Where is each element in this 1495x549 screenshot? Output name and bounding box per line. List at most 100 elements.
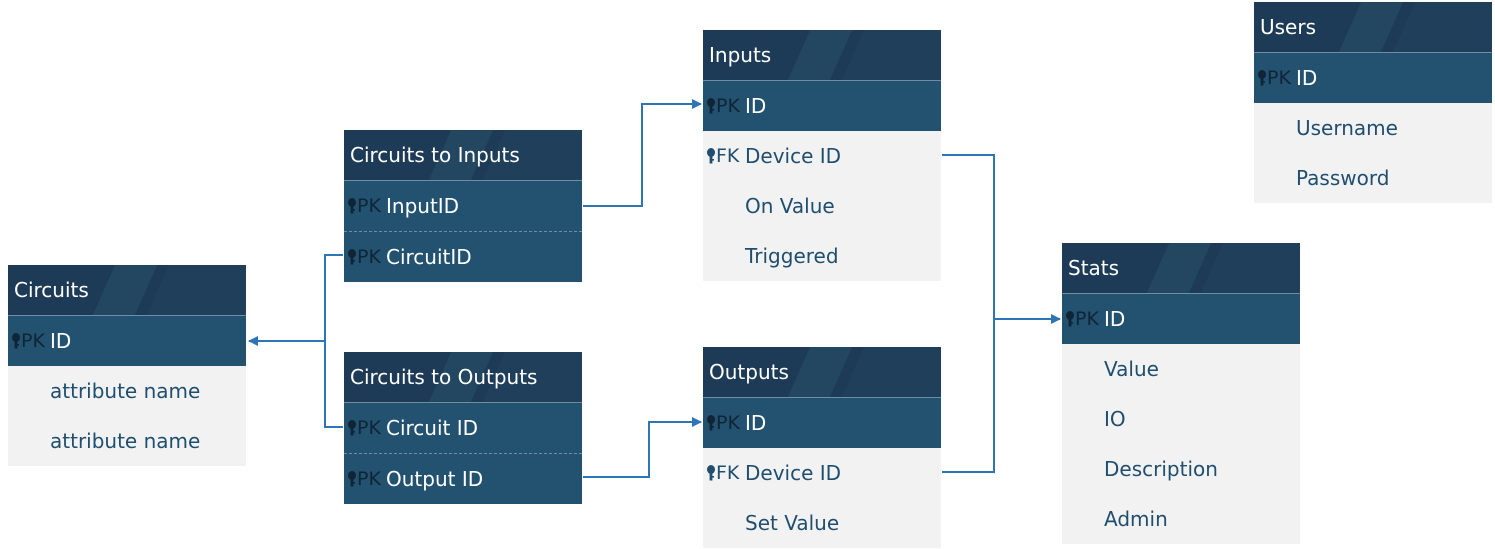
key-icon — [348, 420, 356, 436]
key-tag-label: PK — [716, 412, 740, 434]
key-tag-label: PK — [357, 417, 381, 439]
entity-header: Circuits to Inputs — [344, 130, 582, 180]
key-icon — [348, 249, 356, 265]
key-tag-label: PK — [1267, 67, 1291, 89]
field-name: Device ID — [745, 144, 842, 168]
field-name: attribute name — [50, 429, 201, 453]
key-tag-label: FK — [716, 145, 740, 167]
field-name: Username — [1296, 116, 1398, 140]
field-name: Admin — [1104, 507, 1168, 531]
field-name: ID — [745, 411, 767, 435]
key-tag-label: PK — [357, 468, 381, 490]
key-tag: PK — [344, 246, 386, 268]
field-name: ID — [745, 94, 767, 118]
field-name: On Value — [745, 194, 835, 218]
field-name: ID — [1296, 66, 1318, 90]
entity-row[interactable]: Admin — [1062, 494, 1300, 544]
key-tag-label: FK — [716, 462, 740, 484]
entity-row[interactable]: Triggered — [703, 231, 941, 281]
entity-row[interactable]: attribute name — [8, 416, 246, 466]
entity-row[interactable]: Password — [1254, 153, 1492, 203]
key-icon — [1066, 311, 1074, 327]
connector-circuit-id-to-circuits — [324, 341, 343, 428]
entity-header: Inputs — [703, 30, 941, 80]
entity-header: Circuits to Outputs — [344, 352, 582, 402]
connector-inputid-to-inputs — [583, 99, 702, 207]
key-tag: PK — [703, 412, 745, 434]
entity-row[interactable]: Value — [1062, 344, 1300, 394]
key-icon — [707, 415, 715, 431]
entity-row[interactable]: Username — [1254, 103, 1492, 153]
entity-title: Circuits to Inputs — [350, 143, 520, 167]
key-tag-label: PK — [716, 95, 740, 117]
field-name: Password — [1296, 166, 1390, 190]
entity-title: Stats — [1068, 256, 1120, 280]
entity-title: Circuits — [14, 278, 89, 302]
key-tag-label: PK — [21, 330, 45, 352]
entity-header: Outputs — [703, 347, 941, 397]
field-name: CircuitID — [386, 245, 472, 269]
field-name: InputID — [386, 194, 460, 218]
key-tag: PK — [344, 195, 386, 217]
key-icon — [348, 198, 356, 214]
key-tag: PK — [344, 468, 386, 490]
key-tag: PK — [1254, 67, 1296, 89]
entity-title: Circuits to Outputs — [350, 365, 538, 389]
field-name: IO — [1104, 407, 1126, 431]
field-name: attribute name — [50, 379, 201, 403]
entity-title: Inputs — [709, 43, 772, 67]
entity-title: Outputs — [709, 360, 789, 384]
key-tag: FK — [703, 145, 745, 167]
key-tag: FK — [703, 462, 745, 484]
entity-row[interactable]: On Value — [703, 181, 941, 231]
field-name: Device ID — [745, 461, 842, 485]
connector-outputs-device-to-stats — [942, 319, 995, 473]
key-tag-label: PK — [1075, 308, 1099, 330]
entity-row[interactable]: Description — [1062, 444, 1300, 494]
field-name: Value — [1104, 357, 1159, 381]
entity-header: Users — [1254, 2, 1492, 52]
key-icon — [348, 471, 356, 487]
key-icon — [707, 465, 715, 481]
field-name: Output ID — [386, 467, 484, 491]
key-icon — [1258, 70, 1266, 86]
field-name: ID — [1104, 307, 1126, 331]
connector-output-id-to-outputs — [583, 417, 702, 478]
field-name: Description — [1104, 457, 1218, 481]
field-name: Triggered — [745, 244, 839, 268]
entity-row[interactable]: IO — [1062, 394, 1300, 444]
key-icon — [707, 148, 715, 164]
field-name: Circuit ID — [386, 416, 479, 440]
connector-inputs-device-to-stats — [942, 154, 1061, 324]
field-name: ID — [50, 329, 72, 353]
entity-header: Circuits — [8, 265, 246, 315]
key-tag: PK — [8, 330, 50, 352]
entity-row[interactable]: Set Value — [703, 498, 941, 548]
key-tag: PK — [1062, 308, 1104, 330]
field-name: Set Value — [745, 511, 840, 535]
entity-title: Users — [1260, 15, 1317, 39]
key-tag: PK — [703, 95, 745, 117]
key-tag-label: PK — [357, 195, 381, 217]
key-tag-label: PK — [357, 246, 381, 268]
entity-row[interactable]: attribute name — [8, 366, 246, 416]
